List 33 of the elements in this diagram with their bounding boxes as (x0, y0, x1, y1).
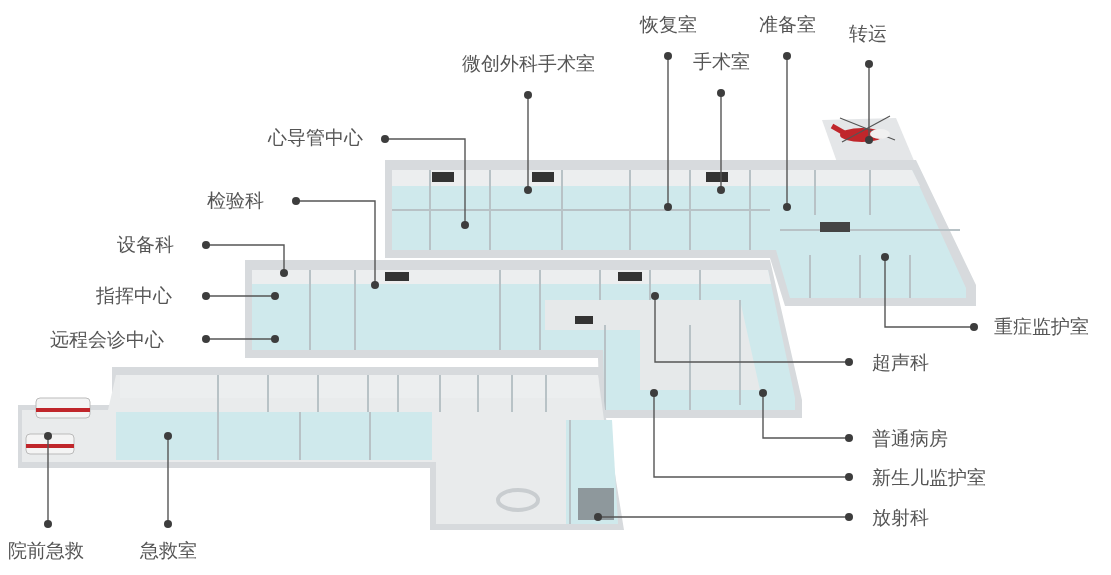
leader-line (202, 241, 288, 277)
leader-line (164, 432, 172, 528)
room-label: 超声科 (849, 350, 929, 374)
leader-line (44, 432, 52, 528)
room-label: 放射科 (849, 505, 929, 529)
room-label: 设备科 (117, 232, 206, 256)
leader-line (292, 197, 379, 289)
leader-line (651, 292, 853, 366)
room-label: 普通病房 (849, 426, 948, 450)
room-label: 转运 (849, 21, 887, 64)
leader-line (381, 135, 469, 229)
leader-line (881, 253, 978, 331)
room-label: 指挥中心 (96, 283, 206, 307)
leader-line (650, 389, 853, 481)
leader-line (865, 60, 873, 144)
room-label: 院前急救 (8, 524, 84, 562)
room-label: 新生儿监护室 (849, 465, 986, 489)
leader-line (759, 389, 853, 442)
leader-line (202, 335, 279, 343)
leader-line (202, 292, 279, 300)
leader-line (664, 52, 672, 211)
room-label: 手术室 (692, 49, 750, 93)
leader-line (717, 89, 725, 194)
leader-line (594, 513, 853, 521)
room-label: 重症监护室 (974, 314, 1089, 338)
room-label: 准备室 (758, 12, 816, 56)
room-label: 急救室 (139, 524, 197, 562)
leader-line (524, 91, 532, 194)
room-label: 远程会诊中心 (50, 327, 206, 351)
leader-line (783, 52, 791, 211)
room-label: 检验科 (207, 188, 296, 212)
room-label: 心导管中心 (268, 125, 385, 149)
room-label: 微创外科手术室 (461, 51, 595, 95)
